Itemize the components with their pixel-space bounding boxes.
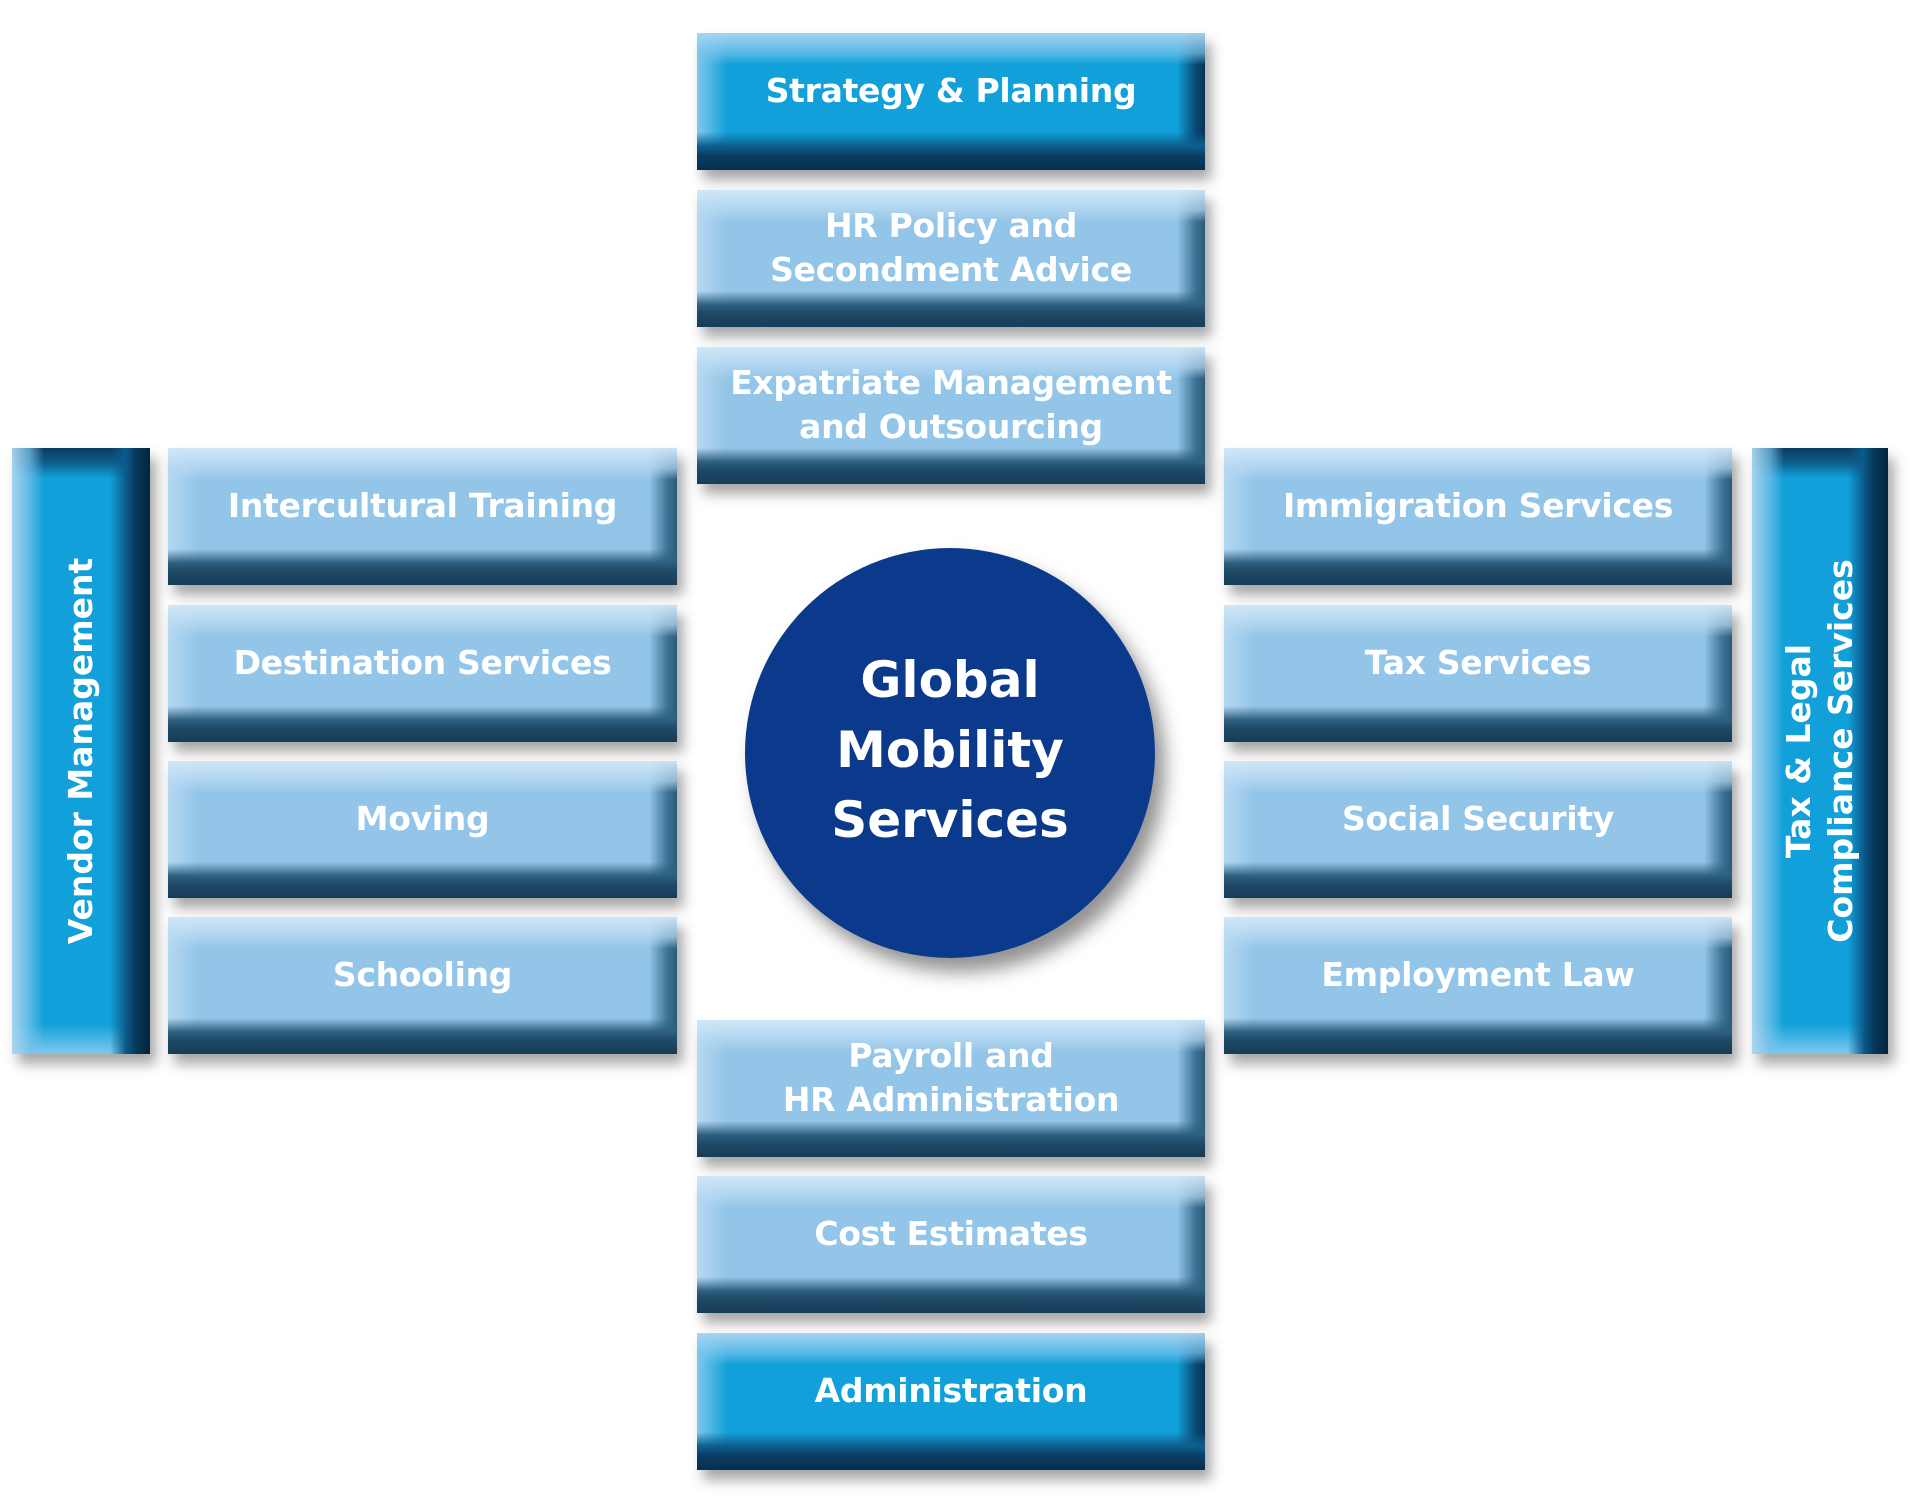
- destination-services-label: Destination Services: [233, 642, 612, 682]
- center-line-3: Services: [831, 791, 1069, 849]
- center-line-2: Mobility: [836, 721, 1064, 779]
- center-line-1: Global: [860, 651, 1040, 709]
- hr-policy-box: HR Policy and Secondment Advice: [697, 190, 1205, 327]
- tax-legal-label-line2: Compliance Services: [1821, 559, 1860, 943]
- employment-law-label: Employment Law: [1321, 954, 1635, 994]
- expatriate-management-label-line2: and Outsourcing: [799, 406, 1103, 446]
- tax-legal-label-line1: Tax & Legal: [1779, 643, 1818, 859]
- employment-law-box: Employment Law: [1224, 917, 1732, 1054]
- global-mobility-services-circle: Global Mobility Services: [745, 548, 1155, 958]
- strategy-planning-box: Strategy & Planning: [697, 33, 1205, 170]
- expatriate-management-label-line1: Expatriate Management: [730, 362, 1172, 402]
- intercultural-training-label: Intercultural Training: [227, 485, 618, 525]
- social-security-box: Social Security: [1224, 761, 1732, 898]
- moving-label: Moving: [355, 798, 490, 838]
- vendor-management-bar: Vendor Management: [12, 448, 150, 1054]
- strategy-planning-label: Strategy & Planning: [765, 70, 1137, 110]
- schooling-box: Schooling: [168, 917, 677, 1054]
- payroll-label-line1: Payroll and: [848, 1035, 1054, 1075]
- expatriate-management-box: Expatriate Management and Outsourcing: [697, 347, 1205, 484]
- vendor-management-label: Vendor Management: [61, 557, 100, 945]
- schooling-label: Schooling: [332, 954, 513, 994]
- destination-services-box: Destination Services: [168, 605, 677, 742]
- administration-label: Administration: [814, 1370, 1088, 1410]
- social-security-label: Social Security: [1342, 798, 1614, 838]
- cost-estimates-box: Cost Estimates: [697, 1176, 1205, 1313]
- hr-policy-label-line1: HR Policy and: [824, 205, 1078, 245]
- administration-box: Administration: [697, 1333, 1205, 1470]
- immigration-services-box: Immigration Services: [1224, 448, 1732, 585]
- immigration-services-label: Immigration Services: [1282, 485, 1674, 525]
- payroll-label-line2: HR Administration: [782, 1079, 1120, 1119]
- payroll-hr-administration-box: Payroll and HR Administration: [697, 1020, 1205, 1157]
- hr-policy-label-line2: Secondment Advice: [770, 249, 1132, 289]
- cost-estimates-label: Cost Estimates: [814, 1213, 1088, 1253]
- moving-box: Moving: [168, 761, 677, 898]
- tax-services-box: Tax Services: [1224, 605, 1732, 742]
- tax-services-label: Tax Services: [1364, 642, 1592, 682]
- intercultural-training-box: Intercultural Training: [168, 448, 677, 585]
- tax-legal-compliance-bar: Tax & Legal Compliance Services: [1752, 448, 1888, 1054]
